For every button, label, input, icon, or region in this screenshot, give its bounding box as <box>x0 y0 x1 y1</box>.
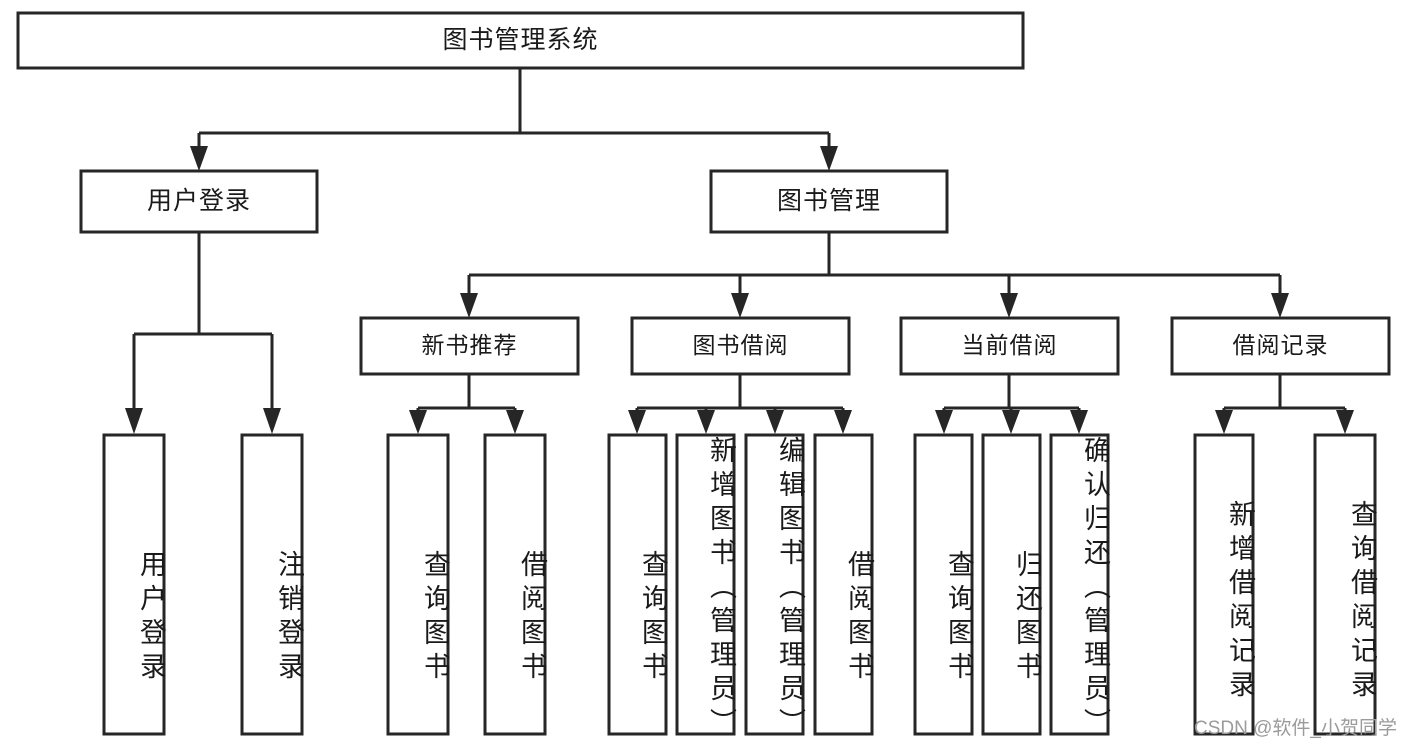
leaf-box-query-book-3[interactable] <box>913 433 974 736</box>
arrow-head-leaf-query-book-2 <box>628 410 646 434</box>
arrow-head-leaf-edit-book <box>766 410 784 434</box>
arrow-head-leaf-query-book-3 <box>935 410 953 434</box>
leaf-box-confirm-return[interactable] <box>1049 433 1110 736</box>
arrow-head-current-borrow <box>1000 293 1018 318</box>
node-box-new-book-recommend[interactable] <box>359 316 580 376</box>
leaf-box-edit-book[interactable] <box>744 433 805 736</box>
connector-group-new-book-recommend <box>409 374 524 434</box>
arrow-head-borrow-records <box>1271 293 1289 318</box>
arrow-head-leaf-add-book <box>697 410 715 434</box>
node-box-current-borrow[interactable] <box>899 316 1120 376</box>
leaf-box-add-book[interactable] <box>675 433 736 736</box>
arrow-head-leaf-user-logout <box>263 408 281 434</box>
arrow-head-user-login <box>190 146 208 171</box>
node-box-borrow-records[interactable] <box>1170 316 1391 376</box>
leaf-box-borrow-book-2[interactable] <box>813 433 874 736</box>
connector-group-current-borrow <box>935 374 1088 434</box>
connector-group-book-borrow <box>628 374 852 434</box>
connector-group-user-login <box>125 232 281 434</box>
leaf-box-user-logout[interactable] <box>240 433 304 736</box>
leaf-box-add-borrow-record[interactable] <box>1193 433 1255 736</box>
arrow-head-leaf-borrow-book-2 <box>834 410 852 434</box>
arrow-head-leaf-query-borrow-record <box>1336 410 1354 434</box>
node-box-user-login[interactable] <box>79 169 319 234</box>
arrow-head-leaf-user-login <box>125 408 143 434</box>
leaf-box-user-login[interactable] <box>102 433 166 736</box>
arrow-head-leaf-borrow-book-1 <box>506 410 524 434</box>
node-box-book-management[interactable] <box>709 169 949 234</box>
leaf-box-borrow-book-1[interactable] <box>483 433 547 736</box>
leaf-box-query-borrow-record[interactable] <box>1313 433 1377 736</box>
connector-group-borrow-records <box>1215 374 1354 434</box>
arrow-head-leaf-confirm-return <box>1070 410 1088 434</box>
connector-group-root <box>190 68 838 171</box>
leaf-box-query-book-2[interactable] <box>607 433 668 736</box>
arrow-head-new-book-recommend <box>460 293 478 318</box>
leaf-box-query-book-1[interactable] <box>386 433 450 736</box>
arrow-head-leaf-query-book-1 <box>409 410 427 434</box>
arrow-head-book-management <box>820 146 838 171</box>
connector-group-book-management <box>460 232 1289 318</box>
leaf-box-return-book[interactable] <box>981 433 1042 736</box>
arrow-head-leaf-add-borrow-record <box>1215 410 1233 434</box>
node-box-book-borrow[interactable] <box>630 316 851 376</box>
arrow-head-leaf-return-book <box>1002 410 1020 434</box>
arrow-head-book-borrow <box>731 293 749 318</box>
node-box-root[interactable] <box>16 11 1025 70</box>
